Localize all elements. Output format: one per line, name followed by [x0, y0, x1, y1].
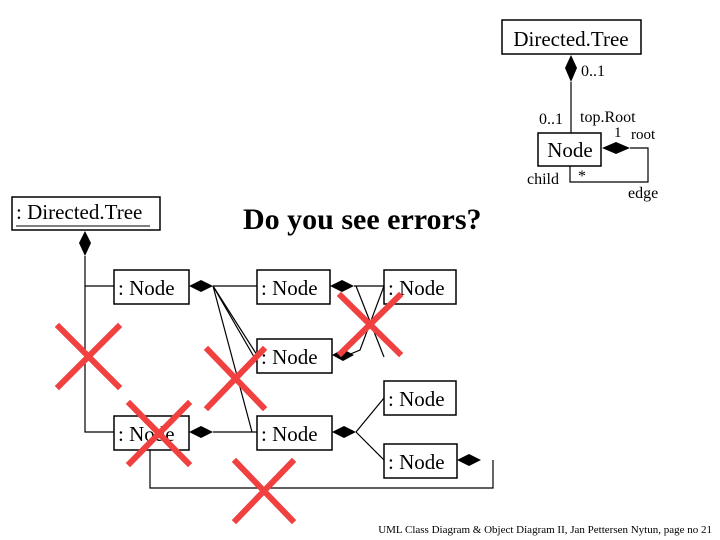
- object-directed-tree-name: : Directed.Tree: [16, 200, 142, 224]
- toproot-role: top.Root: [580, 109, 636, 126]
- root-multiplicity: 1: [614, 125, 622, 141]
- class-directed-tree-name: Directed.Tree: [513, 27, 628, 51]
- question-text: Do you see errors?: [243, 203, 482, 236]
- self-aggregation-diamond: [602, 142, 630, 154]
- error-x-icon: [125, 399, 193, 468]
- object-diagram: : Directed.Tree : Node : Node: [11, 196, 494, 489]
- self-association-line: [569, 147, 649, 183]
- diamond-node-f: [332, 426, 356, 438]
- object-node-a: : Node: [113, 269, 190, 305]
- link-h-e: [149, 448, 494, 489]
- error-x-icon: [231, 457, 297, 525]
- link-f-h: [355, 431, 385, 461]
- link-a-d2: [212, 285, 258, 363]
- link-f-g: [355, 397, 385, 433]
- diamond-node-b: [330, 280, 354, 292]
- composition-diamond: [565, 55, 577, 82]
- class-diagram: Directed.Tree 0..1 Node 0..1 top.Root 1 …: [501, 19, 658, 202]
- link-a-f: [212, 285, 253, 433]
- class-node-box: [537, 132, 602, 167]
- tree-composition-diamond: [79, 231, 91, 256]
- object-node-d: : Node: [256, 338, 333, 374]
- node-label: : Node: [261, 422, 318, 446]
- class-node-name: Node: [547, 138, 593, 162]
- object-node-f: : Node: [256, 415, 333, 451]
- node-label: : Node: [388, 387, 445, 411]
- node-label: : Node: [261, 345, 318, 369]
- error-marks: [54, 291, 404, 525]
- object-node-b: : Node: [256, 269, 331, 305]
- tree-to-nodes-line: [84, 256, 114, 433]
- toproot-multiplicity: 0..1: [539, 111, 563, 128]
- child-role: child: [527, 171, 559, 188]
- error-x-icon: [336, 291, 404, 358]
- footer-text: UML Class Diagram & Object Diagram II, J…: [378, 524, 712, 536]
- class-directed-tree-box: [501, 19, 642, 55]
- object-directed-tree-box: [11, 196, 161, 231]
- object-node-h: : Node: [383, 443, 458, 479]
- diamond-node-h: [457, 454, 481, 466]
- node-label: : Node: [118, 276, 175, 300]
- link-c-d: [347, 285, 385, 356]
- edge-label: edge: [628, 185, 658, 202]
- child-multiplicity: *: [578, 168, 586, 185]
- diamond-node-e: [189, 426, 213, 438]
- composition-multiplicity: 0..1: [581, 63, 605, 80]
- object-node-g: : Node: [383, 380, 457, 416]
- node-label: : Node: [388, 450, 445, 474]
- node-label: : Node: [261, 276, 318, 300]
- root-role: root: [631, 127, 656, 143]
- error-x-icon: [54, 322, 123, 391]
- error-x-icon: [203, 345, 268, 412]
- diamond-node-a: [189, 280, 213, 292]
